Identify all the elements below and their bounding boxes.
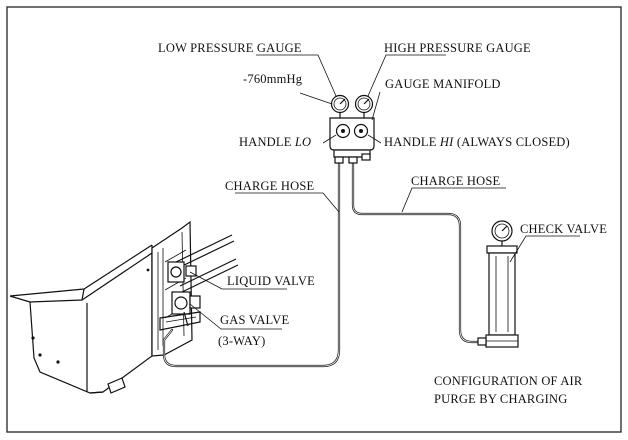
diagram-frame [6, 6, 622, 433]
label-gas-valve-type: (3-WAY) [218, 334, 265, 348]
label-charge-hose-right: CHARGE HOSE [411, 174, 501, 188]
label-vacuum-reading: -760mmHg [243, 72, 303, 86]
gauge-manifold [329, 94, 375, 164]
charge-hose-center [351, 160, 486, 344]
check-valve-cylinder [477, 220, 519, 348]
label-charge-hose-left: CHARGE HOSE [225, 179, 315, 193]
caption-line-1: CONFIGURATION OF AIR [434, 374, 583, 388]
label-handle-lo: HANDLE LO [239, 135, 311, 149]
label-handle-hi: HANDLE HI (ALWAYS CLOSED) [384, 135, 570, 149]
label-gauge-manifold: GAUGE MANIFOLD [385, 77, 501, 91]
label-low-pressure-gauge: LOW PRESSURE GAUGE [158, 41, 302, 55]
label-check-valve: CHECK VALVE [520, 222, 607, 236]
outdoor-unit [9, 220, 193, 394]
caption-line-2: PURGE BY CHARGING [434, 392, 568, 406]
label-gas-valve: GAS VALVE [220, 313, 289, 327]
label-liquid-valve: LIQUID VALVE [227, 274, 315, 288]
label-high-pressure-gauge: HIGH PRESSURE GAUGE [384, 41, 531, 55]
leader-lines [189, 54, 580, 330]
service-valves [159, 234, 239, 331]
